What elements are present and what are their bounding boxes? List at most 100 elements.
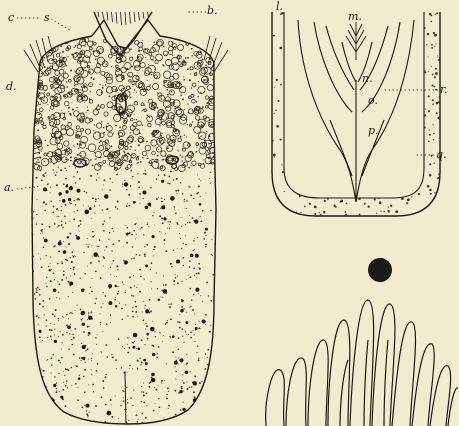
wall-stipple-dot [291,126,293,128]
wall-stipple-dot [341,28,343,30]
wall-stipple-dot [286,54,288,56]
stipple-dot [210,325,211,326]
stipple-dot [99,142,101,144]
stipple-dot [191,55,192,56]
stipple-dot [143,382,144,383]
papilla-circle [205,96,208,99]
stipple-dot [40,258,41,259]
fungiform-dot [67,236,69,238]
stipple-dot [184,109,185,110]
stipple-dot [210,182,211,183]
stipple-dot [77,143,79,145]
stipple-dot [186,354,187,355]
wall-stipple-dot [302,105,304,107]
stipple-dot [98,62,99,63]
stipple-dot [88,315,89,316]
stipple-dot [189,307,190,308]
stipple-dot [110,322,111,323]
wall-stipple-dot [418,131,420,133]
hatch-line [121,12,122,25]
stipple-dot [210,74,211,75]
stipple-dot [170,170,172,172]
stipple-dot [145,305,147,307]
stipple-dot [95,108,97,110]
papilla-circle [196,52,202,58]
stipple-dot [71,339,72,340]
stipple-dot [154,110,155,111]
wall-stipple-dot [367,206,369,208]
wall-stipple-dot [347,40,348,41]
stipple-dot [68,159,69,160]
stipple-dot [84,273,85,274]
papilla-circle [192,161,196,165]
stipple-dot [69,113,71,115]
fungiform-dot [51,404,54,407]
fungiform-dot [114,285,116,287]
papilla-circle [68,79,71,82]
stipple-dot [168,408,169,409]
papilla-circle [76,126,79,129]
stipple-dot [46,277,47,278]
wall-stipple-dot [293,68,295,70]
stipple-dot [202,301,203,302]
stipple-dot [177,282,179,284]
stipple-dot [182,335,183,336]
wall-stipple-dot [408,19,410,21]
stipple-dot [55,309,57,311]
papilla-circle [141,103,144,106]
stipple-dot [69,418,71,420]
wall-stipple-dot [299,173,302,176]
stipple-dot [99,51,100,52]
fungiform-dot [194,219,198,223]
stipple-dot [126,227,128,229]
stipple-dot [51,373,52,374]
stipple-dot [58,318,59,319]
stipple-dot [163,335,164,336]
wall-stipple-dot [362,181,364,183]
wall-stipple-dot [317,104,318,105]
wall-stipple-dot [288,159,289,160]
stipple-dot [71,313,72,314]
wall-stipple-dot [302,87,304,89]
stipple-dot [134,223,136,225]
stipple-dot [85,112,86,113]
stipple-dot [42,412,43,413]
stipple-dot [125,133,126,134]
stipple-dot [73,218,75,220]
wall-stipple-dot [323,211,325,213]
wall-stipple-dot [344,61,346,63]
wall-stipple-dot [382,151,384,153]
stipple-dot [163,417,164,418]
stipple-dot [98,149,99,150]
stipple-dot [178,363,179,364]
stipple-dot [205,353,207,355]
stipple-dot [196,108,197,109]
stipple-dot [64,113,66,115]
stipple-dot [74,211,75,212]
papilla-circle [198,41,205,48]
wall-stipple-dot [310,192,312,194]
wall-stipple-dot [370,85,373,88]
stipple-dot [55,152,57,154]
stipple-dot [137,173,138,174]
stipple-dot [78,225,80,227]
stipple-dot [103,256,105,258]
stipple-dot [57,79,58,80]
fungiform-dot [65,190,68,193]
stipple-dot [140,203,141,204]
stipple-dot [137,130,138,131]
stipple-dot [197,163,198,164]
stipple-dot [130,170,131,171]
wall-stipple-dot [371,175,373,177]
wall-stipple-dot [432,99,434,101]
stipple-dot [94,50,95,51]
stipple-dot [90,91,91,92]
hatch-line [107,12,108,20]
stipple-dot [58,166,59,167]
wall-stipple-dot [329,58,331,60]
stipple-dot [91,278,92,279]
fungiform-dot [63,250,67,254]
stipple-dot [185,57,187,59]
stipple-dot [71,54,73,56]
stipple-dot [185,331,186,332]
